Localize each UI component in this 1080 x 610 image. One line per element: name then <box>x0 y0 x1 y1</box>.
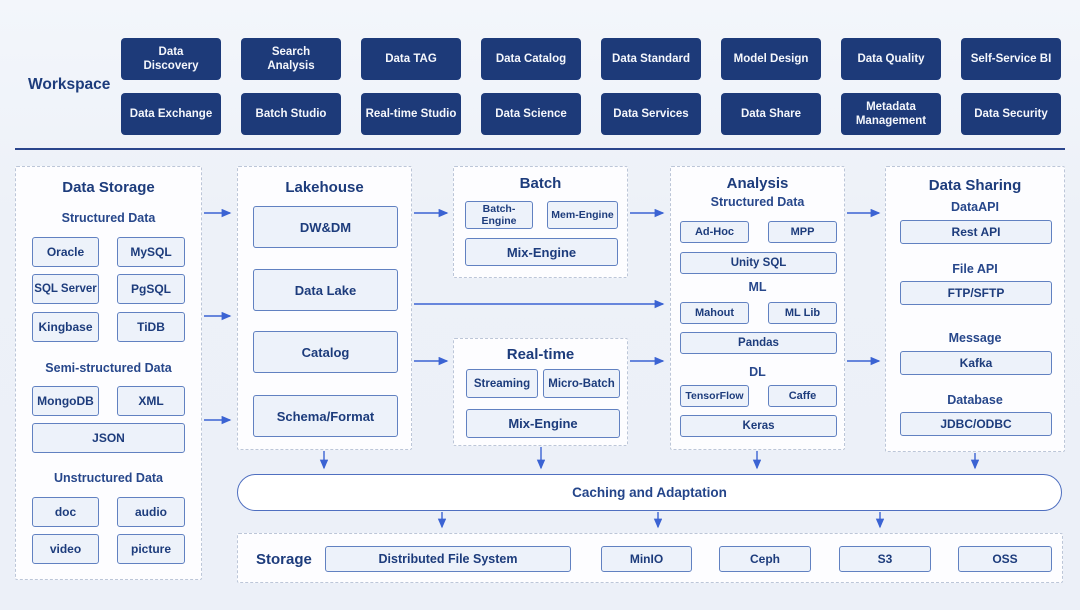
box-batch-mix-engine: Mix-Engine <box>465 238 618 266</box>
workspace-btn-data-science[interactable]: Data Science <box>481 93 581 135</box>
workspace-btn-search-analysis[interactable]: Search Analysis <box>241 38 341 80</box>
box-schema-format: Schema/Format <box>253 395 398 437</box>
box-mahout: Mahout <box>680 302 749 324</box>
box-ceph: Ceph <box>719 546 811 572</box>
panel-data-storage: Data Storage Structured Data Oracle MySQ… <box>15 166 202 580</box>
workspace-btn-batch-studio[interactable]: Batch Studio <box>241 93 341 135</box>
box-s3: S3 <box>839 546 931 572</box>
workspace-btn-data-standard[interactable]: Data Standard <box>601 38 701 80</box>
box-ad-hoc: Ad-Hoc <box>680 221 749 243</box>
workspace-btn-data-discovery[interactable]: Data Discovery <box>121 38 221 80</box>
workspace-btn-metadata-mgmt[interactable]: Metadata Management <box>841 93 941 135</box>
panel-analysis: Analysis Structured Data Ad-Hoc MPP Unit… <box>670 166 845 450</box>
box-picture: picture <box>117 534 185 564</box>
structured-data-label: Structured Data <box>61 211 156 225</box>
message-label: Message <box>948 331 1002 345</box>
realtime-title: Real-time <box>506 346 575 363</box>
box-doc: doc <box>32 497 99 527</box>
box-tensorflow: TensorFlow <box>680 385 749 407</box>
box-dwdm: DW&DM <box>253 206 398 248</box>
workspace-button-grid: Data Discovery Search Analysis Data TAG … <box>121 38 1061 135</box>
box-data-lake: Data Lake <box>253 269 398 311</box>
box-distributed-file-system: Distributed File System <box>325 546 571 572</box>
box-mpp: MPP <box>768 221 837 243</box>
box-mysql: MySQL <box>117 237 185 267</box>
workspace-btn-data-security[interactable]: Data Security <box>961 93 1061 135</box>
data-sharing-title: Data Sharing <box>928 177 1022 194</box>
batch-title: Batch <box>519 175 562 192</box>
data-storage-title: Data Storage <box>62 179 155 196</box>
box-json: JSON <box>32 423 185 453</box>
workspace-label: Workspace <box>28 76 111 93</box>
panel-storage-row: Storage Distributed File System MinIO Ce… <box>237 533 1063 583</box>
file-api-label: File API <box>952 262 998 276</box>
workspace-btn-data-services[interactable]: Data Services <box>601 93 701 135</box>
box-unity-sql: Unity SQL <box>680 252 837 274</box>
caching-adaptation-bar: Caching and Adaptation <box>237 474 1062 511</box>
header-divider <box>15 148 1065 150</box>
box-micro-batch: Micro-Batch <box>543 369 620 398</box>
panel-lakehouse: Lakehouse DW&DM Data Lake Catalog Schema… <box>237 166 412 450</box>
dl-label: DL <box>749 365 766 379</box>
box-caffe: Caffe <box>768 385 837 407</box>
box-audio: audio <box>117 497 185 527</box>
box-pgsql: PgSQL <box>117 274 185 304</box>
analysis-title: Analysis <box>726 175 789 192</box>
workspace-btn-data-share[interactable]: Data Share <box>721 93 821 135</box>
box-video: video <box>32 534 99 564</box>
lakehouse-title: Lakehouse <box>285 179 364 196</box>
box-mongodb: MongoDB <box>32 386 99 416</box>
database-label: Database <box>947 393 1003 407</box>
box-pandas: Pandas <box>680 332 837 354</box>
box-realtime-mix-engine: Mix-Engine <box>466 409 620 438</box>
box-streaming: Streaming <box>466 369 538 398</box>
box-mem-engine: Mem-Engine <box>547 201 618 229</box>
box-kingbase: Kingbase <box>32 312 99 342</box>
workspace-btn-model-design[interactable]: Model Design <box>721 38 821 80</box>
box-minio: MinIO <box>601 546 692 572</box>
dataapi-label: DataAPI <box>951 200 999 214</box>
workspace-btn-self-service-bi[interactable]: Self-Service BI <box>961 38 1061 80</box>
box-ftp-sftp: FTP/SFTP <box>900 281 1052 305</box>
box-jdbc-odbc: JDBC/ODBC <box>900 412 1052 436</box>
semi-structured-label: Semi-structured Data <box>45 361 172 375</box>
box-ml-lib: ML Lib <box>768 302 837 324</box>
box-tidb: TiDB <box>117 312 185 342</box>
box-xml: XML <box>117 386 185 416</box>
workspace-btn-data-quality[interactable]: Data Quality <box>841 38 941 80</box>
unstructured-label: Unstructured Data <box>53 471 164 485</box>
workspace-btn-data-tag[interactable]: Data TAG <box>361 38 461 80</box>
box-oracle: Oracle <box>32 237 99 267</box>
box-oss: OSS <box>958 546 1052 572</box>
storage-row-label: Storage <box>256 550 312 568</box>
panel-batch: Batch Batch-Engine Mem-Engine Mix-Engine <box>453 166 628 278</box>
analysis-structured-label: Structured Data <box>710 195 805 209</box>
ml-label: ML <box>748 280 767 294</box>
box-kafka: Kafka <box>900 351 1052 375</box>
panel-data-sharing: Data Sharing DataAPI Rest API File API F… <box>885 166 1065 452</box>
box-catalog: Catalog <box>253 331 398 373</box>
box-keras: Keras <box>680 415 837 437</box>
panel-realtime: Real-time Streaming Micro-Batch Mix-Engi… <box>453 338 628 446</box>
box-batch-engine: Batch-Engine <box>465 201 533 229</box>
workspace-btn-data-exchange[interactable]: Data Exchange <box>121 93 221 135</box>
workspace-btn-realtime-studio[interactable]: Real-time Studio <box>361 93 461 135</box>
box-rest-api: Rest API <box>900 220 1052 244</box>
box-sql-server: SQL Server <box>32 274 99 304</box>
workspace-btn-data-catalog[interactable]: Data Catalog <box>481 38 581 80</box>
